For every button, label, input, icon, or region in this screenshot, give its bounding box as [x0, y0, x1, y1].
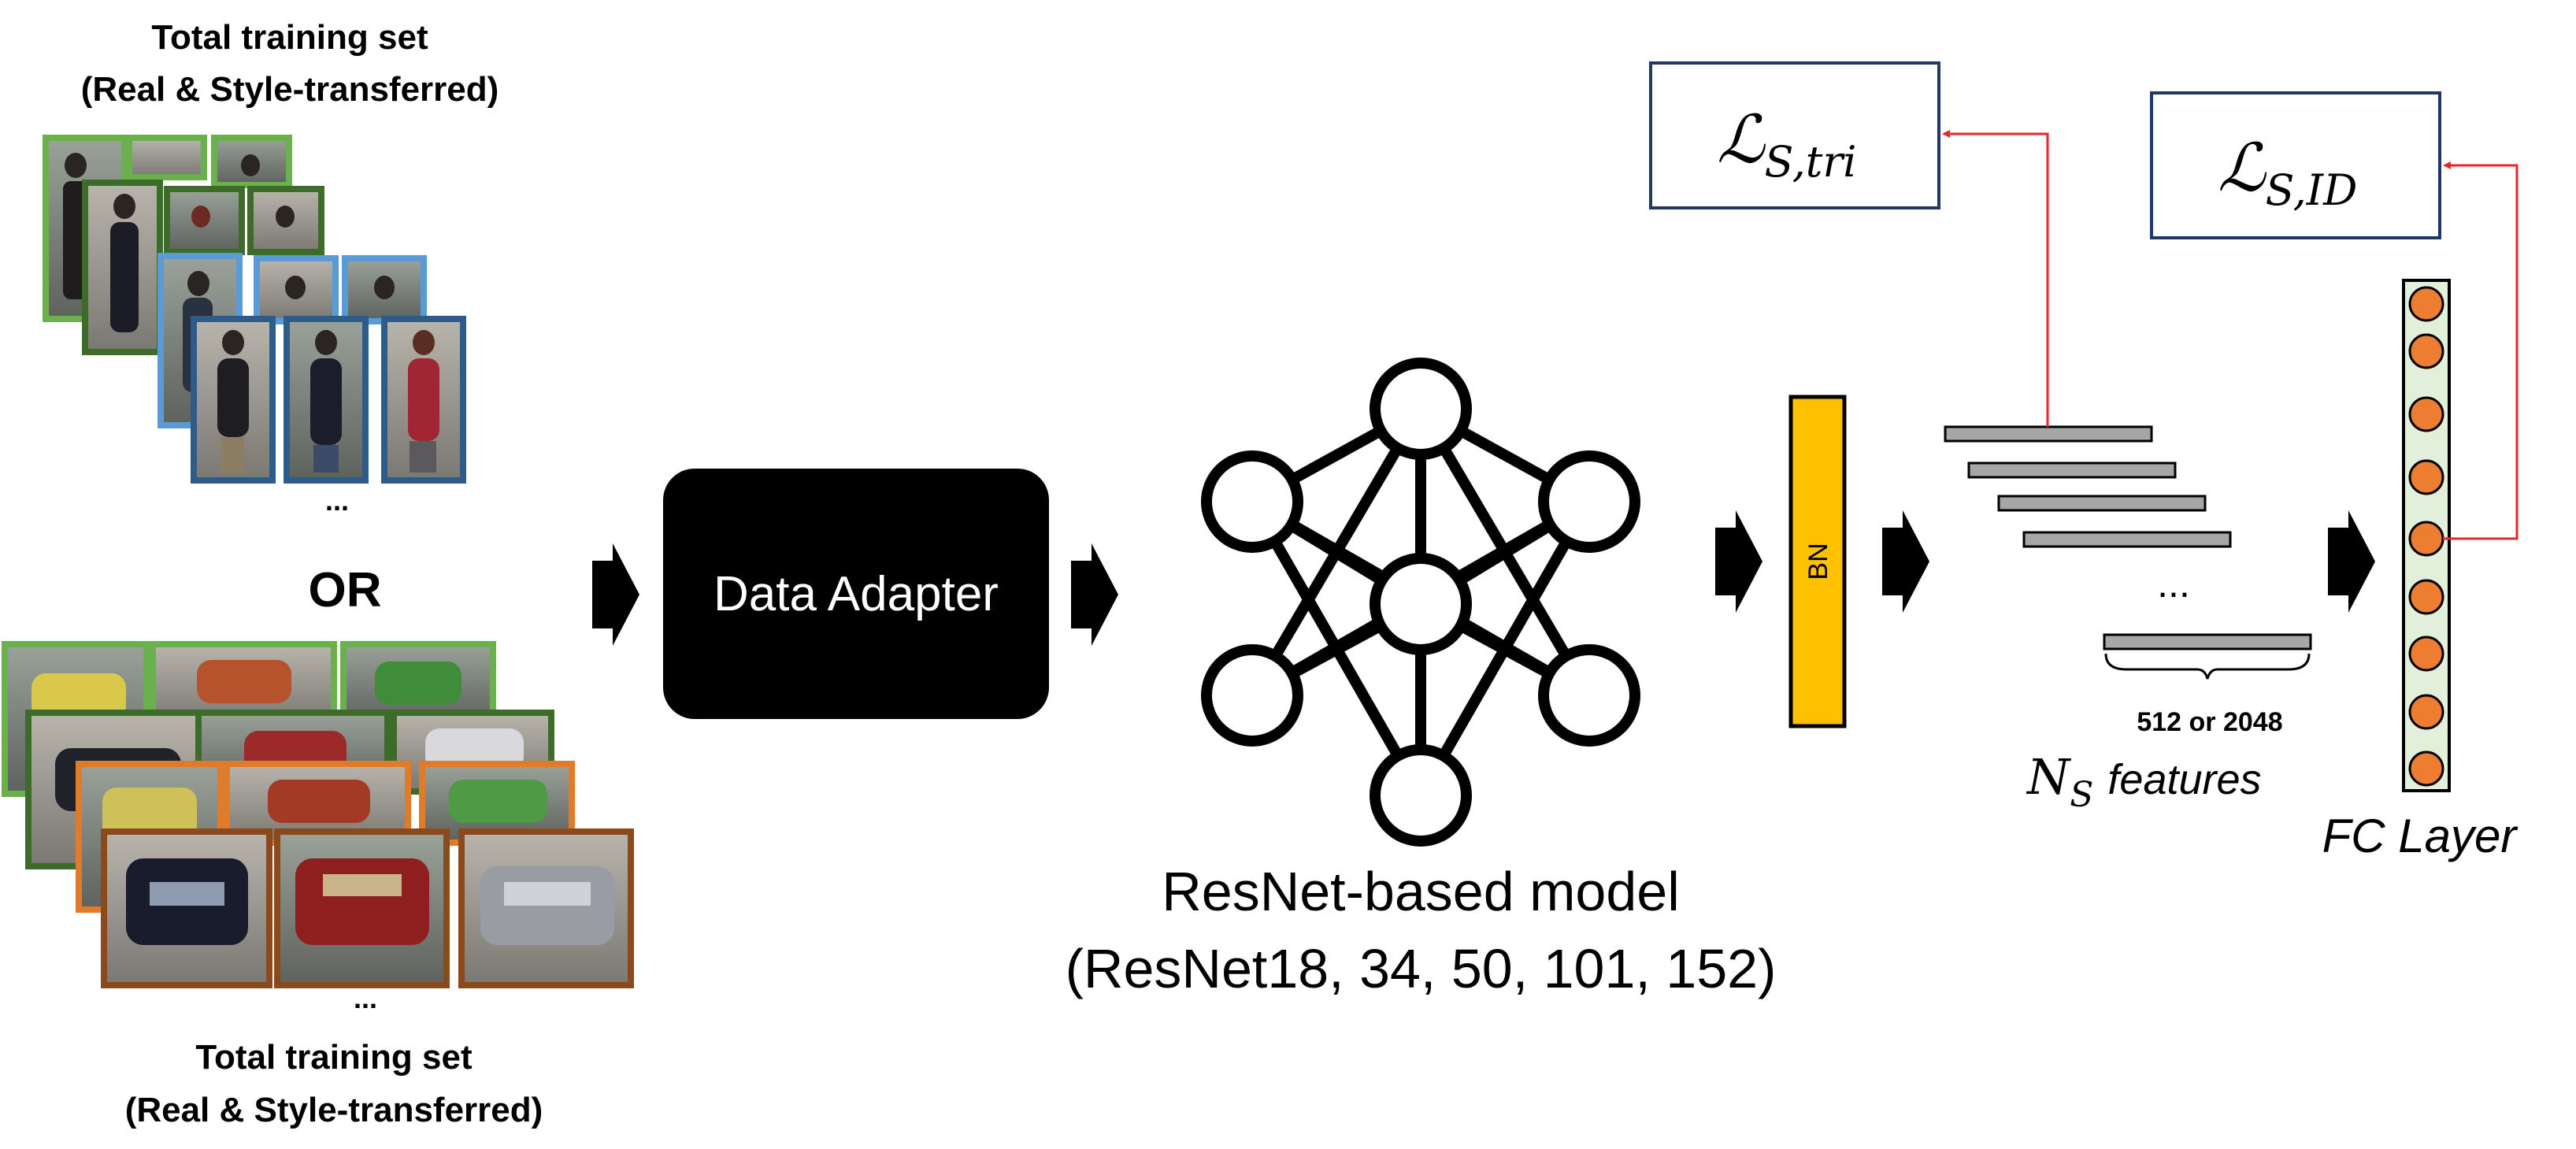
flow-arrow-into-fc	[2328, 510, 2375, 613]
fc-node	[2408, 521, 2444, 557]
or-label: OR	[309, 563, 382, 617]
feature-bar	[2103, 633, 2312, 650]
flow-arrow-into-resnet	[1071, 543, 1118, 646]
person-set-title-line2: (Real & Style-transferred)	[81, 70, 499, 109]
id-loss-box	[2150, 91, 2441, 239]
person-thumbnail	[247, 186, 324, 255]
fc-node	[2408, 579, 2444, 615]
flow-arrow-into-features	[1882, 510, 1929, 613]
features-ellipsis: ...	[2157, 562, 2190, 606]
triplet-loss-box	[1649, 61, 1940, 209]
fc-node	[2408, 459, 2444, 495]
vehicle-thumbnail	[274, 828, 450, 988]
fc-node	[2408, 333, 2444, 369]
fc-node	[2408, 751, 2444, 787]
triplet-loss-label: ℒS,tri	[1717, 101, 1857, 187]
vehicle-set-ellipsis: ...	[354, 982, 377, 1014]
person-thumbnail	[82, 180, 163, 355]
id-loss-connector	[2443, 161, 2519, 540]
data-adapter-label: Data Adapter	[713, 567, 999, 621]
person-set-title-line1: Total training set	[151, 18, 428, 57]
feature-dimension-label: 512 or 2048	[2137, 707, 2282, 737]
flow-arrow-into-adapter	[592, 543, 639, 646]
bn-label: BN	[1803, 543, 1833, 580]
person-thumbnail	[342, 255, 427, 324]
feature-dimension-brace	[2104, 653, 2311, 680]
person-thumbnail	[254, 255, 339, 324]
feature-vectors	[1944, 425, 2312, 650]
feature-bar	[1944, 425, 2153, 443]
person-thumbnail	[381, 316, 466, 484]
fc-layer-label: FC Layer	[2322, 810, 2519, 862]
person-thumbnail	[211, 135, 292, 188]
fc-node	[2408, 694, 2444, 730]
fc-node	[2408, 636, 2444, 672]
data-adapter-box	[663, 469, 1049, 719]
fc-node	[2408, 396, 2444, 432]
triplet-loss-connector	[1942, 130, 2049, 427]
vehicle-thumbnail	[458, 828, 634, 988]
resnet-title-line1: ResNet-based model	[1162, 861, 1680, 922]
feature-bar	[1997, 495, 2207, 512]
bn-layer	[1788, 395, 1847, 728]
vehicle-set-title-line2: (Real & Style-transferred)	[125, 1091, 543, 1129]
flow-arrow-into-bn	[1715, 510, 1762, 613]
fc-nodes	[2408, 286, 2444, 787]
id-loss-label: ℒS,ID	[2218, 129, 2357, 215]
person-thumbnail	[126, 135, 207, 180]
resnet-title-line2: (ResNet18, 34, 50, 101, 152)	[1066, 938, 1777, 999]
vehicle-thumbnail	[101, 828, 272, 988]
fc-node	[2408, 286, 2444, 322]
person-image-stack	[43, 135, 466, 484]
person-thumbnail	[164, 186, 245, 255]
feature-bar	[1967, 461, 2177, 479]
person-thumbnail	[284, 316, 369, 484]
person-set-ellipsis: ...	[325, 484, 349, 517]
feature-bar	[2022, 531, 2232, 548]
person-thumbnail	[191, 316, 276, 484]
vehicle-image-stack	[2, 641, 634, 988]
neural-network-icon	[1201, 358, 1640, 847]
vehicle-set-title-line1: Total training set	[195, 1038, 473, 1077]
